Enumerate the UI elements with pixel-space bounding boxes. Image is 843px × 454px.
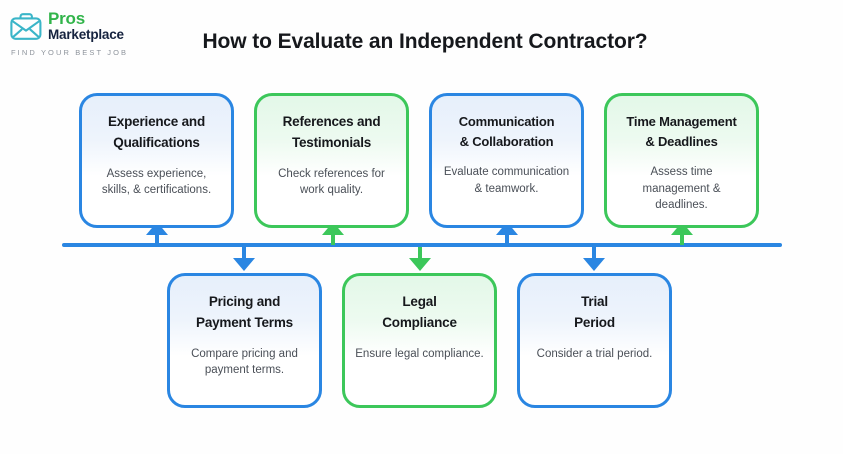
card-title: Communication & Collaboration <box>459 112 555 152</box>
card-title-line2: Compliance <box>382 314 457 330</box>
card-title: Legal Compliance <box>382 292 457 334</box>
card-title-line2: & Collaboration <box>459 134 554 150</box>
card-communication-and-collaboration[interactable]: Communication & Collaboration Evaluate c… <box>429 93 584 228</box>
card-title-line2: & Deadlines <box>645 134 718 150</box>
page-title: How to Evaluate an Independent Contracto… <box>202 30 648 53</box>
card-pricing-and-payment-terms[interactable]: Pricing and Payment Terms Compare pricin… <box>167 273 322 408</box>
card-title-line1: Communication <box>458 114 555 129</box>
card-trial-period[interactable]: Trial Period Consider a trial period. <box>517 273 672 408</box>
arrow-stem <box>331 233 335 245</box>
card-title-line1: References and <box>282 114 381 129</box>
card-experience-and-qualifications[interactable]: Experience and Qualifications Assess exp… <box>79 93 234 228</box>
card-title-line2: Qualifications <box>113 134 200 150</box>
card-title-line1: Trial <box>581 294 608 309</box>
card-title-line1: Time Management <box>626 114 737 129</box>
card-title-line1: Experience and <box>108 114 205 129</box>
card-description: Ensure legal compliance. <box>355 347 484 360</box>
card-title-line1: Pricing and <box>208 294 281 309</box>
card-description: Check references for work quality. <box>278 167 385 197</box>
brand-tagline: FIND YOUR BEST JOB <box>11 48 129 57</box>
card-title: Pricing and Payment Terms <box>196 292 293 334</box>
card-description: Consider a trial period. <box>536 347 653 360</box>
card-references-and-testimonials[interactable]: References and Testimonials Check refere… <box>254 93 409 228</box>
card-title: Trial Period <box>574 292 615 334</box>
card-description: Compare pricing and payment terms. <box>191 347 298 377</box>
arrow-stem <box>680 233 684 245</box>
card-title-line1: Legal <box>402 294 437 309</box>
card-title-line2: Payment Terms <box>196 314 293 330</box>
flow-spine-line <box>62 243 782 247</box>
brand-name-marketplace: Marketplace <box>48 27 124 42</box>
arrow-stem <box>242 247 246 259</box>
card-title-line2: Testimonials <box>291 134 372 150</box>
card-title: Time Management & Deadlines <box>626 112 736 152</box>
arrow-stem <box>418 247 422 259</box>
arrow-stem <box>155 233 159 245</box>
arrow-head <box>233 258 255 271</box>
card-legal-compliance[interactable]: Legal Compliance Ensure legal compliance… <box>342 273 497 408</box>
down-arrow-blue-2 <box>583 247 605 271</box>
brand-wordmark: Pros Marketplace <box>48 10 124 42</box>
arrow-stem <box>505 233 509 245</box>
brand-logo[interactable]: Pros Marketplace FIND YOUR BEST JOB <box>8 10 198 57</box>
down-arrow-green-1 <box>409 247 431 271</box>
arrow-head <box>409 258 431 271</box>
card-title: References and Testimonials <box>283 112 381 154</box>
card-title-line2: Period <box>574 314 615 330</box>
card-description: Assess time management & deadlines. <box>642 166 721 211</box>
card-description: Assess experience, skills, & certificati… <box>101 167 212 197</box>
arrow-stem <box>592 247 596 259</box>
down-arrow-blue-1 <box>233 247 255 271</box>
card-time-management-and-deadlines[interactable]: Time Management & Deadlines Assess time … <box>604 93 759 228</box>
arrow-head <box>583 258 605 271</box>
card-description: Evaluate communication & teamwork. <box>443 166 570 195</box>
briefcase-envelope-icon <box>8 12 44 42</box>
brand-name-pros: Pros <box>48 9 85 28</box>
card-title: Experience and Qualifications <box>108 112 205 154</box>
